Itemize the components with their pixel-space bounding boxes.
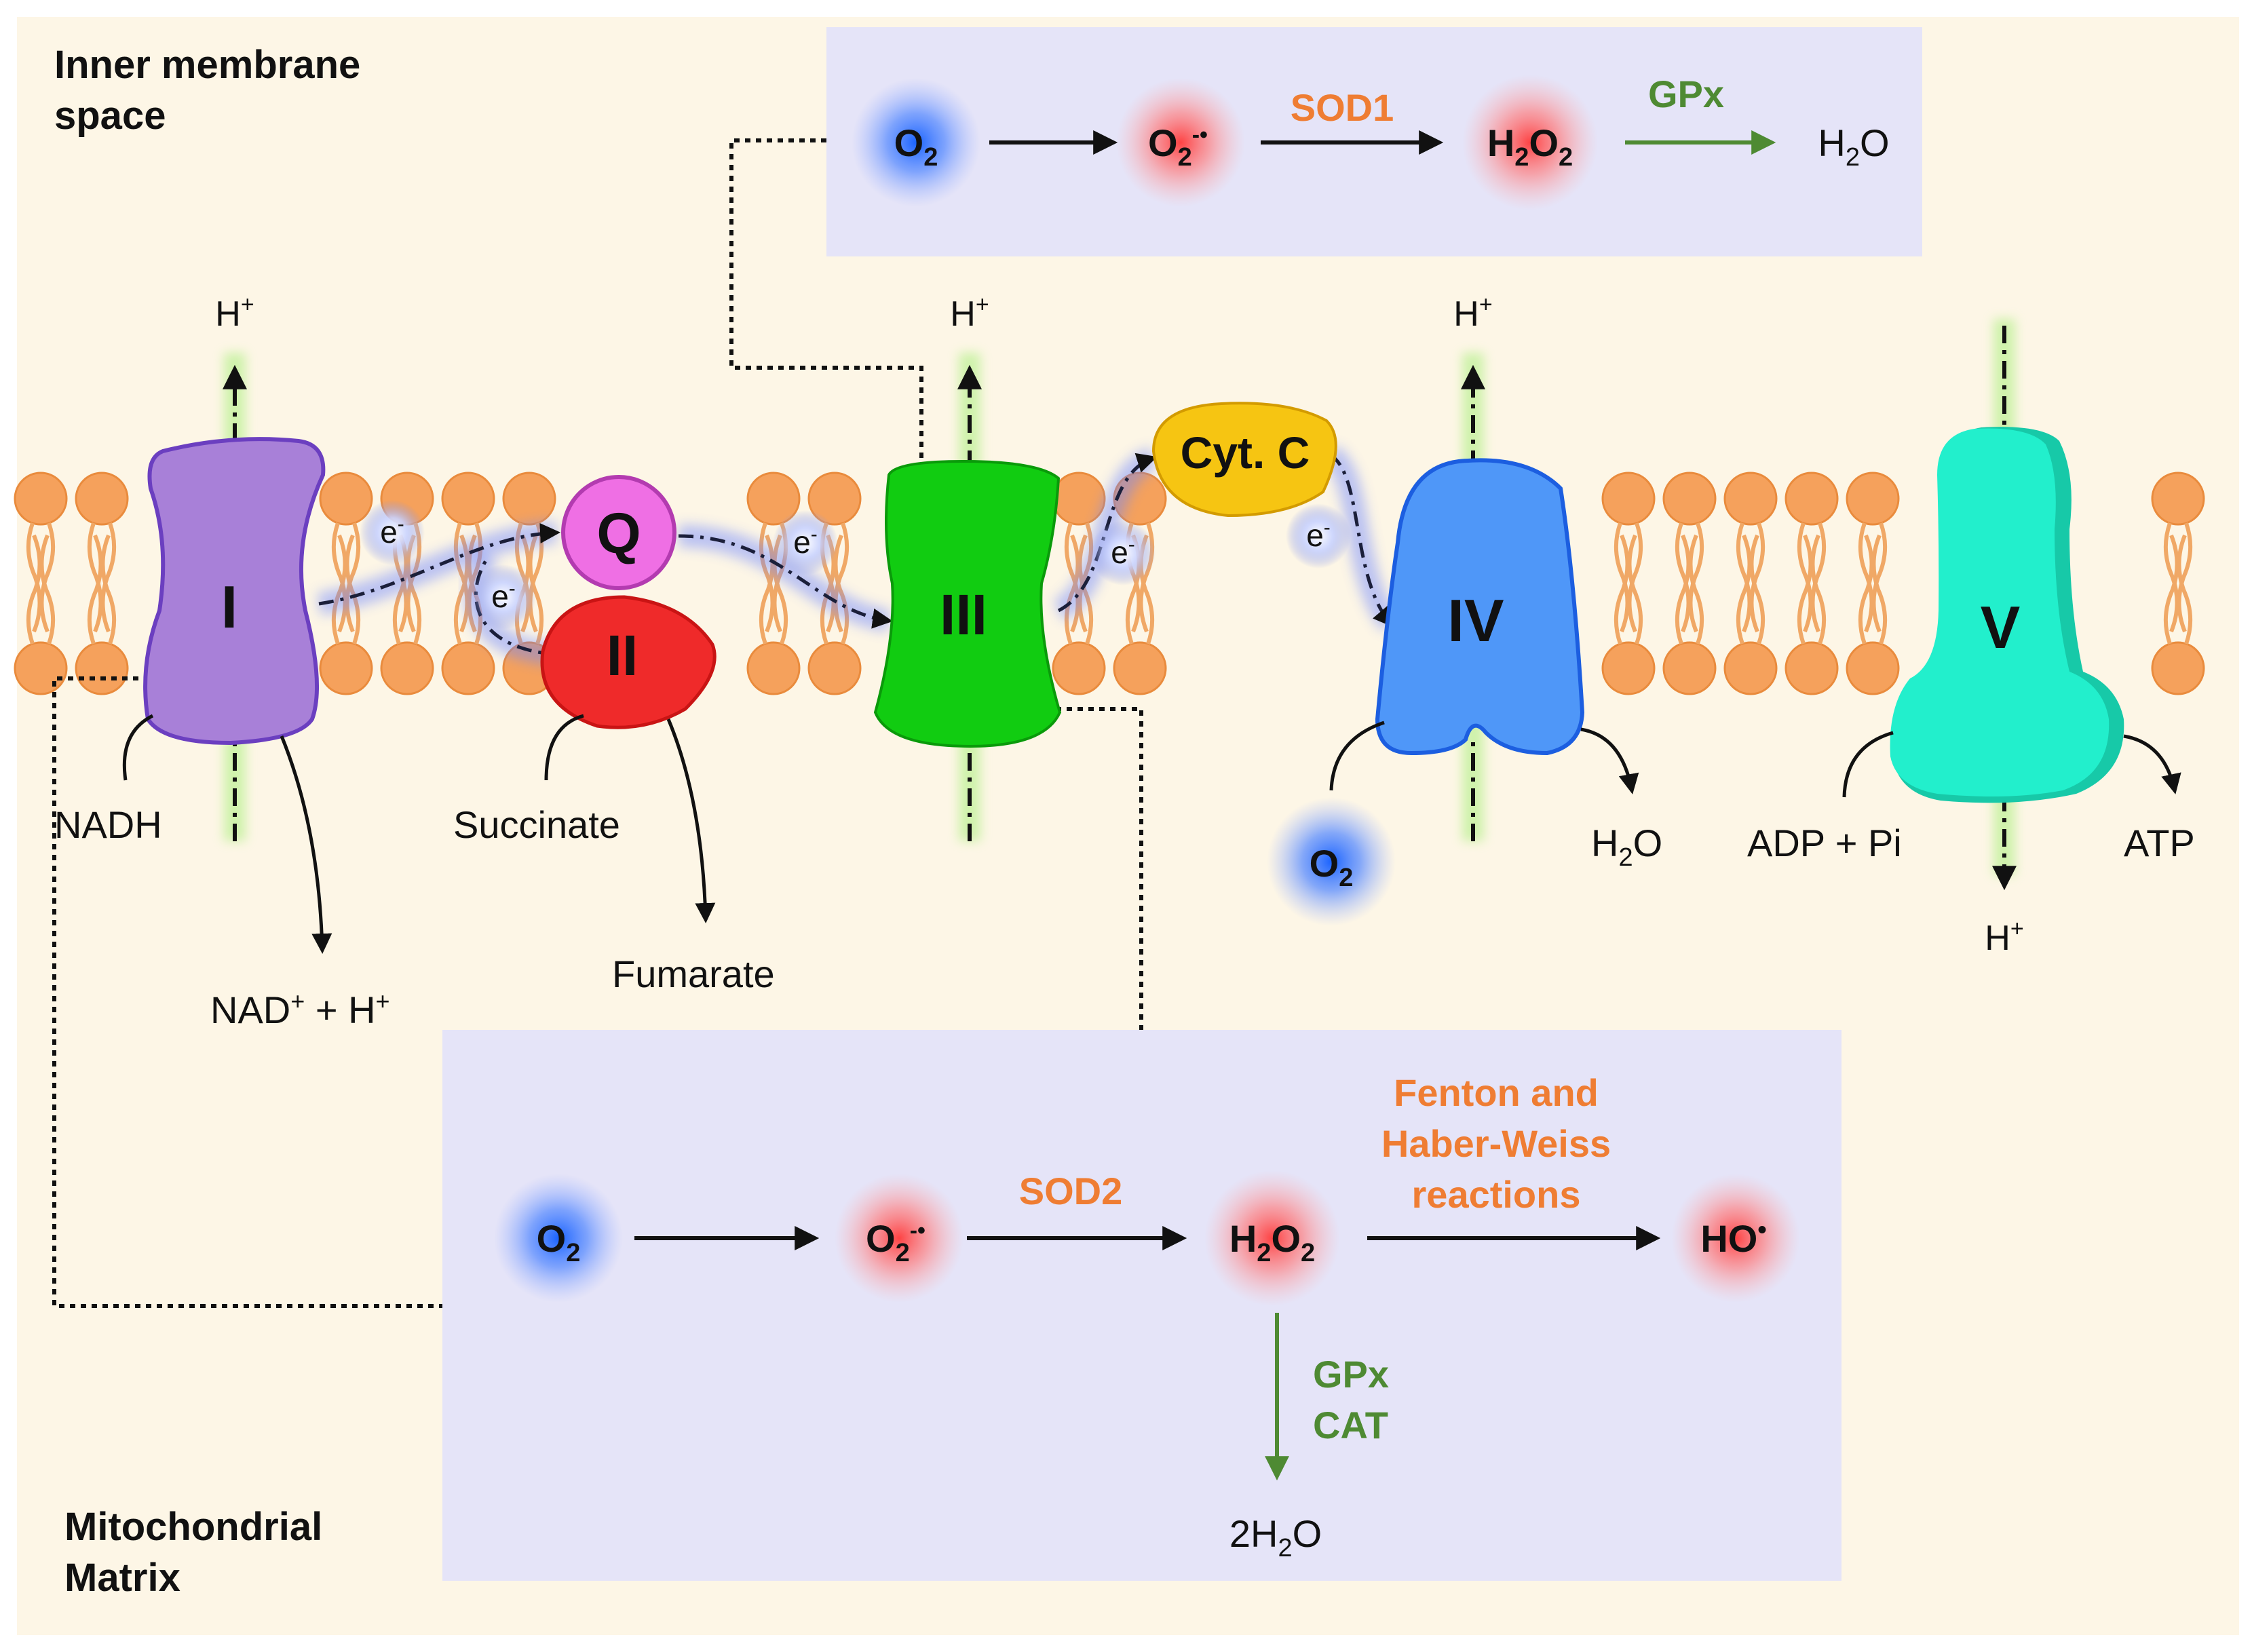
o2-molecule: O2 <box>1267 797 1396 926</box>
svg-text:e-: e- <box>1111 533 1135 570</box>
fumarate-label: Fumarate <box>612 953 775 995</box>
complex-i: I <box>143 437 326 746</box>
svg-text:e-: e- <box>1306 516 1331 553</box>
proton-label: H+ <box>950 292 989 334</box>
complex-v: V <box>1890 427 2124 803</box>
electron-token: e- <box>471 564 536 630</box>
gpx-ims-label: GPx <box>1648 73 1724 115</box>
fenton-label-3: reactions <box>1412 1173 1581 1216</box>
cytochrome-c: Cyt. C <box>1151 402 1337 518</box>
matrix-h2o2: H2O2 <box>1204 1170 1340 1306</box>
ims-o2: O2 <box>852 78 980 207</box>
svg-text:HO•: HO• <box>1700 1216 1766 1260</box>
hydroxyl-radical: HO• <box>1671 1174 1800 1303</box>
electron-token: e- <box>773 510 838 575</box>
svg-text:H2O2: H2O2 <box>1487 121 1573 172</box>
svg-text:H2O2: H2O2 <box>1229 1217 1315 1267</box>
succinate-label: Succinate <box>453 803 620 846</box>
proton-label: H+ <box>1453 292 1492 334</box>
ims-h2o2: H2O2 <box>1462 75 1598 210</box>
ims-h2o: H2O <box>1818 121 1889 172</box>
matrix-o2: O2 <box>494 1174 623 1303</box>
matrix-label-2: Matrix <box>64 1556 180 1600</box>
atp-label: ATP <box>2124 822 2195 864</box>
sod2-label: SOD2 <box>1019 1170 1123 1212</box>
h2o-label: H2O <box>1591 822 1662 872</box>
nadh-label: NADH <box>54 803 162 846</box>
svg-text:O2-•: O2-• <box>866 1217 925 1267</box>
complex-ii: II <box>540 595 717 729</box>
fenton-label-2: Haber-Weiss <box>1381 1122 1611 1165</box>
ubiquinone-q: Q <box>561 475 676 590</box>
substrate-arrows <box>122 714 2181 954</box>
svg-text:Cyt. C: Cyt. C <box>1181 427 1310 478</box>
ims-superoxide: O2-• <box>1116 78 1245 207</box>
complex-iv: IV <box>1375 458 1585 756</box>
svg-text:IV: IV <box>1447 587 1504 654</box>
matrix-ros-box <box>442 1030 1841 1581</box>
fenton-label-1: Fenton and <box>1394 1071 1599 1114</box>
svg-text:e-: e- <box>491 577 516 614</box>
svg-text:e-: e- <box>380 513 404 550</box>
ims-pathway: O2 O2-• SOD1 H2O2 GPx H2O <box>852 73 1890 210</box>
nad-label: NAD+ + H+ <box>210 987 390 1031</box>
connector-complex1 <box>52 676 442 1308</box>
matrix-pathway: O2 O2-• SOD2 H2O2 Fenton and Haber-Weiss… <box>494 1071 1800 1562</box>
svg-text:V: V <box>1981 594 2021 661</box>
complex-iii: III <box>873 459 1062 748</box>
svg-text:O2: O2 <box>537 1217 581 1267</box>
complex-i-label: I <box>221 573 237 640</box>
electron-token: e- <box>1286 503 1351 569</box>
adp-label: ADP + Pi <box>1747 822 1902 864</box>
svg-text:O2: O2 <box>1310 842 1354 892</box>
matrix-superoxide: O2-• <box>835 1174 963 1303</box>
svg-text:O2: O2 <box>894 121 938 172</box>
ims-label: Inner membrane <box>54 43 360 87</box>
ims-label-2: space <box>54 94 166 138</box>
svg-text:II: II <box>607 623 638 687</box>
svg-text:Q: Q <box>596 501 641 565</box>
svg-text:O2-•: O2-• <box>1148 121 1208 172</box>
matrix-label: Mitochondrial <box>64 1505 322 1549</box>
proton-label: H+ <box>215 292 254 334</box>
cat-label: CAT <box>1313 1404 1388 1446</box>
electron-token: e- <box>1090 520 1156 585</box>
svg-text:e-: e- <box>793 523 818 560</box>
matrix-water: 2H2O <box>1229 1512 1322 1562</box>
sod1-label: SOD1 <box>1291 86 1394 129</box>
electron-token: e- <box>360 500 425 565</box>
gpx-matrix-label: GPx <box>1313 1353 1389 1396</box>
connector-ims <box>729 138 923 461</box>
proton-label: H+ <box>1985 916 2023 958</box>
svg-text:III: III <box>940 583 987 647</box>
